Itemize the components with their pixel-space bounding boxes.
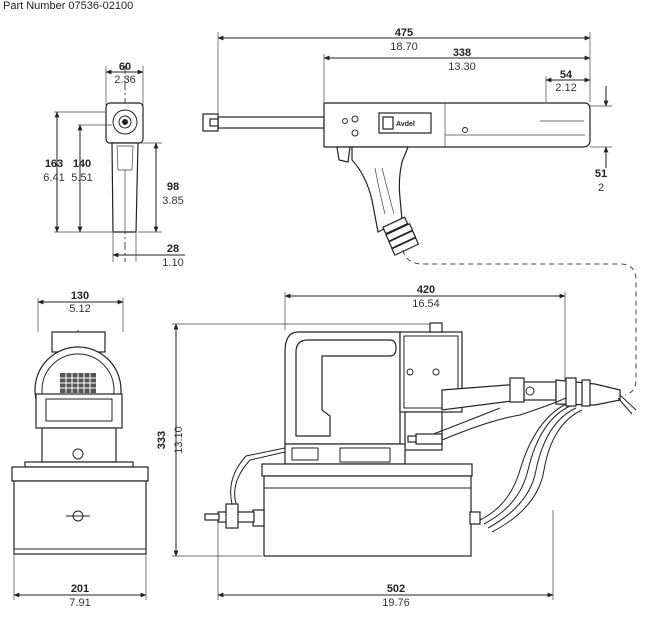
dim-502-in: 19.76 xyxy=(382,597,410,609)
dim-54-mm: 54 xyxy=(560,69,573,81)
dim-333-mm: 333 xyxy=(156,431,168,449)
dimension-labels: 475 18.70 338 13.30 54 2.12 51 2 60 2.36… xyxy=(43,27,607,609)
part-number-title: Part Number 07536-02100 xyxy=(3,0,134,12)
gun-profile-view: Avdel xyxy=(202,32,612,256)
hose-dashed xyxy=(402,249,637,396)
dim-51-in: 2 xyxy=(598,182,604,194)
unit-side-view xyxy=(172,292,637,600)
dim-502-mm: 502 xyxy=(387,583,405,595)
dim-98-mm: 98 xyxy=(167,181,179,193)
dim-475-mm: 475 xyxy=(395,27,413,39)
dim-28-in: 1.10 xyxy=(162,257,183,269)
dim-140-mm: 140 xyxy=(73,158,91,170)
dim-163-in: 6.41 xyxy=(43,172,64,184)
dim-338-mm: 338 xyxy=(453,47,471,59)
dim-201-mm: 201 xyxy=(71,583,89,595)
brand-label: Avdel xyxy=(396,121,415,128)
gun-hose-coupling xyxy=(382,216,420,256)
dim-60-in: 2.36 xyxy=(114,74,135,86)
dim-338-in: 13.30 xyxy=(448,61,476,73)
dim-28-mm: 28 xyxy=(167,243,179,255)
dim-420-in: 16.54 xyxy=(412,298,440,310)
unit-front-view xyxy=(11,298,149,600)
dim-333-in: 13.10 xyxy=(173,426,185,454)
dim-163-mm: 163 xyxy=(45,158,63,170)
gun-end-view xyxy=(54,66,185,262)
dim-51-mm: 51 xyxy=(595,168,607,180)
dim-201-in: 7.91 xyxy=(69,597,90,609)
dim-130-mm: 130 xyxy=(71,290,89,302)
dim-130-in: 5.12 xyxy=(69,303,90,315)
dim-60-mm: 60 xyxy=(119,61,131,73)
dim-420-mm: 420 xyxy=(417,284,435,296)
dim-475-in: 18.70 xyxy=(390,41,418,53)
dim-54-in: 2.12 xyxy=(555,82,576,94)
dim-140-in: 5.51 xyxy=(71,172,92,184)
vent-grid xyxy=(60,373,96,393)
air-inlet-fitting xyxy=(204,447,286,529)
dim-98-in: 3.85 xyxy=(162,195,183,207)
